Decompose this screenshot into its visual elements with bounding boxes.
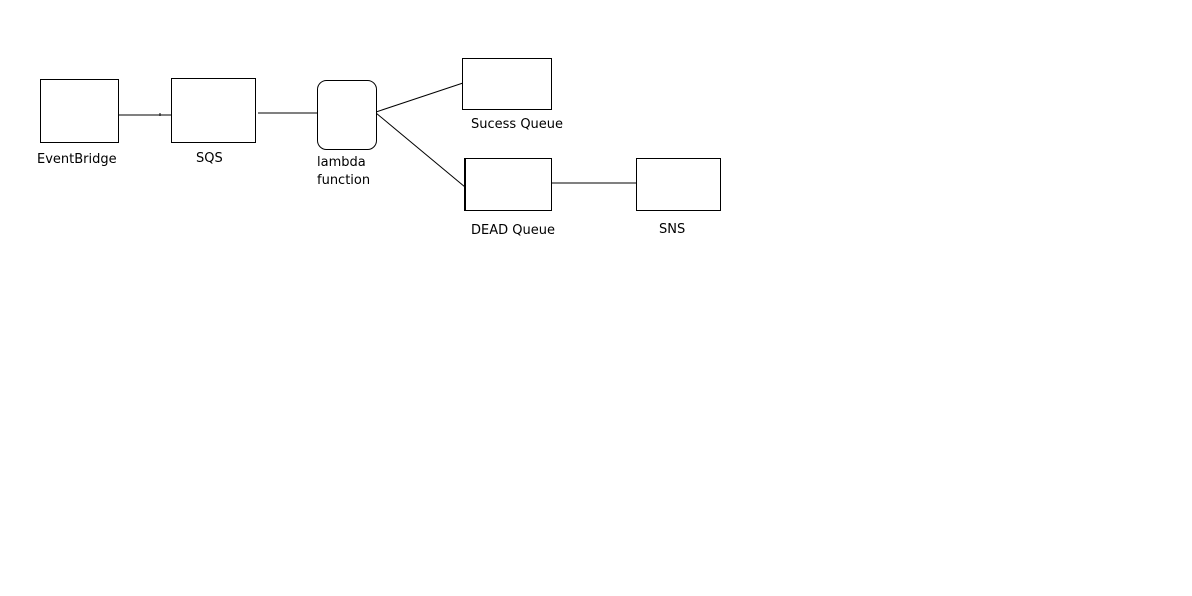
lambda-label-line1: lambda: [317, 155, 366, 170]
edge-lambda-to-success-queue: [375, 82, 464, 113]
success-queue-node: [462, 58, 552, 110]
success-queue-label: Sucess Queue: [471, 117, 563, 132]
sqs-label: SQS: [196, 151, 223, 166]
eventbridge-label: EventBridge: [37, 152, 117, 167]
sqs-node: [171, 78, 256, 143]
sns-node: [636, 158, 721, 211]
lambda-function-node: [317, 80, 377, 150]
lambda-label-line2: function: [317, 173, 370, 188]
dead-queue-node: [465, 158, 552, 211]
dead-queue-label: DEAD Queue: [471, 223, 555, 238]
edge-lambda-to-dead-queue: [375, 112, 466, 188]
eventbridge-node: [40, 79, 119, 143]
sns-label: SNS: [659, 222, 685, 237]
